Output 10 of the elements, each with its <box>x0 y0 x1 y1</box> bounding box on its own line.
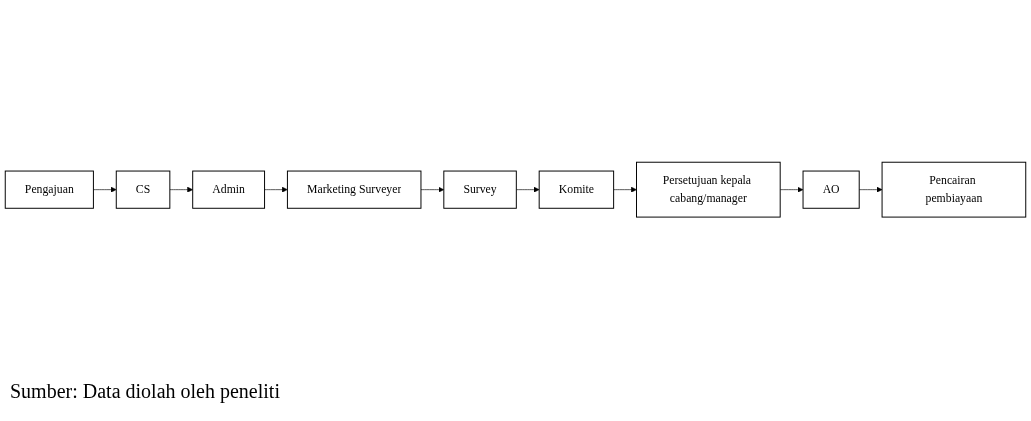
node-box: CS <box>115 170 171 210</box>
node-box: Komite <box>538 170 615 210</box>
node-box: Pengajuan <box>4 170 94 210</box>
node-box: Pencairan pembiayaan <box>881 162 1027 218</box>
node-box: Marketing Surveyer <box>286 170 422 210</box>
caption: Sumber: Data diolah oleh peneliti <box>10 380 281 403</box>
node-box: Admin <box>192 170 266 210</box>
node-box: AO <box>802 170 860 210</box>
node-box: Persetujuan kepala cabang/manager <box>636 162 781 218</box>
node-box: Survey <box>443 170 517 210</box>
